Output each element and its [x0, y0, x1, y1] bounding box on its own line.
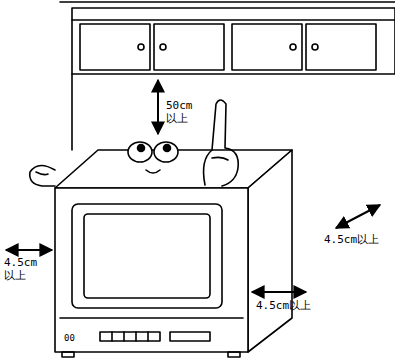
panel-display: 00: [64, 333, 84, 343]
height-clearance: 50cm 以上: [166, 100, 200, 125]
back-clearance: 4.5cm以上: [324, 234, 392, 247]
side-clearance: 4.5cm 以上: [4, 257, 44, 282]
front-side-clearance: 4.5cm以上: [256, 300, 328, 313]
